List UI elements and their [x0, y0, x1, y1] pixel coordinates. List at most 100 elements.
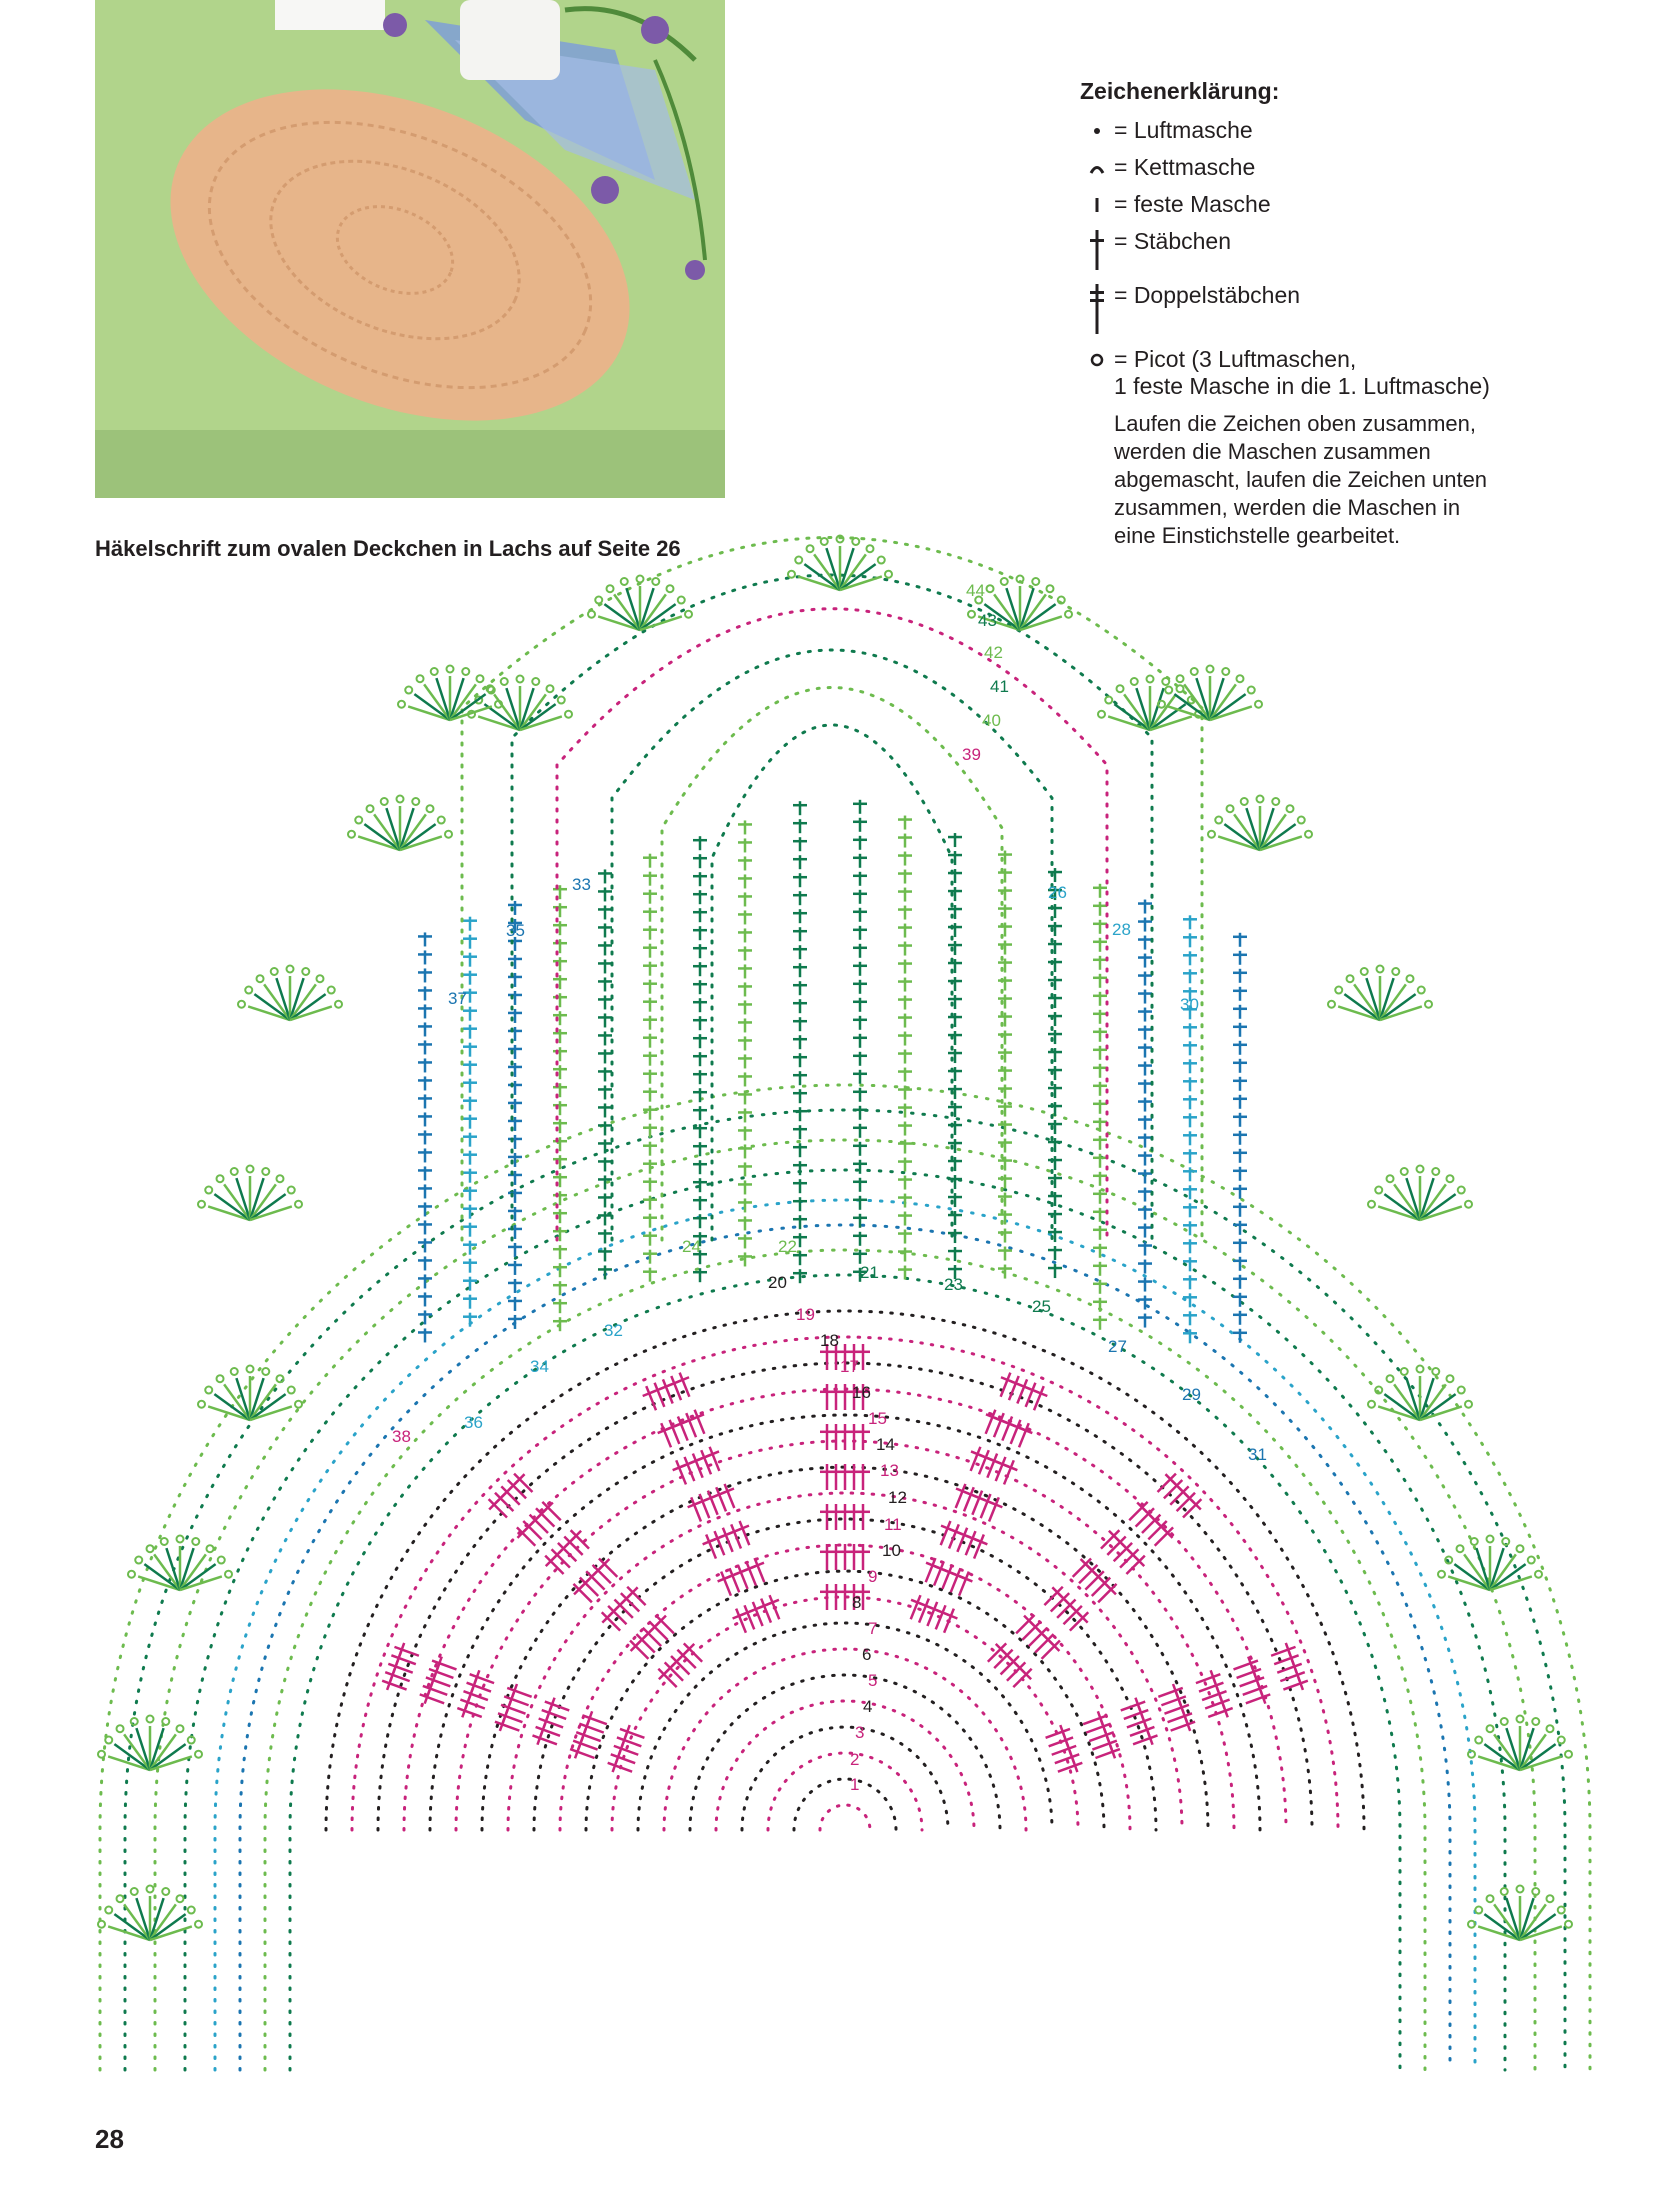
stitch	[1090, 1576, 1112, 1597]
picot	[594, 595, 604, 605]
shell-stitch	[1018, 593, 1047, 631]
picot	[145, 1884, 155, 1894]
shell-stitch	[1518, 1903, 1547, 1941]
legend-label: = feste Masche	[1114, 191, 1271, 217]
arch-round	[710, 723, 954, 1242]
picot	[1485, 1534, 1495, 1544]
stitch	[1153, 1526, 1174, 1547]
picot	[1304, 829, 1314, 839]
picot	[1515, 1714, 1525, 1724]
round-6	[688, 1673, 1002, 1832]
shell-stitch	[123, 1903, 152, 1941]
shell-stitch	[399, 835, 443, 852]
stitch-bar	[1033, 1389, 1048, 1398]
shell-stitch	[1488, 1547, 1505, 1591]
stitch	[1141, 1513, 1162, 1534]
stitch	[1182, 1498, 1203, 1519]
picot	[1296, 815, 1306, 825]
picot	[161, 1716, 171, 1726]
round-number-label: 22	[778, 1237, 797, 1256]
legend-row-picot: = Picot (3 Luftmaschen, 1 feste Masche i…	[1080, 346, 1620, 400]
stitch	[979, 1493, 992, 1519]
picot	[294, 1399, 304, 1409]
picot	[1456, 1185, 1466, 1195]
stitch	[1106, 1535, 1127, 1556]
stitch	[678, 1372, 691, 1398]
chain-stitch-icon	[1080, 117, 1114, 144]
picot	[126, 1569, 136, 1579]
picot	[1464, 1199, 1474, 1209]
stitch-bar	[626, 1586, 639, 1599]
stitch	[962, 1486, 975, 1512]
round-number-label: 15	[868, 1409, 887, 1428]
stitch	[1126, 1717, 1152, 1729]
picot	[1531, 1886, 1541, 1896]
picot	[494, 699, 504, 709]
stitch	[932, 1560, 945, 1587]
shell-stitch	[597, 615, 641, 632]
picot	[1385, 1374, 1395, 1384]
picot	[1515, 1884, 1525, 1894]
stitch	[663, 1661, 684, 1682]
stitch-bar	[598, 1558, 611, 1570]
shell-stitch	[1477, 1925, 1521, 1942]
shell-stitch	[178, 1553, 207, 1591]
round-number-label: 23	[944, 1275, 963, 1294]
shell-stitch	[1383, 1393, 1421, 1422]
picot	[1534, 1569, 1544, 1579]
stitch	[690, 1496, 703, 1522]
picot	[286, 1185, 296, 1195]
shell-stitch	[357, 835, 401, 852]
picot	[444, 829, 454, 839]
stitch	[728, 1567, 741, 1593]
stitch	[1163, 1479, 1184, 1500]
stitch	[670, 1655, 691, 1676]
picot	[326, 985, 336, 995]
round-number-label: 32	[604, 1321, 623, 1340]
doily-photo	[95, 0, 725, 498]
legend-label: = Stäbchen	[1114, 228, 1232, 254]
round-number-label: 27	[1108, 1337, 1127, 1356]
stitch	[1051, 1744, 1077, 1756]
stitch	[1175, 1491, 1196, 1512]
shell-stitch	[385, 807, 402, 851]
stitch	[487, 1498, 508, 1519]
round-number-label: 42	[984, 643, 1003, 662]
shell-stitch	[1223, 823, 1261, 852]
shell-stitch	[519, 703, 557, 732]
outer-round	[183, 1168, 1507, 2072]
stitch	[917, 1598, 930, 1624]
picot	[404, 685, 414, 695]
shell-stitch	[1233, 813, 1262, 851]
stitch-bar	[473, 1669, 481, 1684]
shell-stitch	[1337, 1005, 1381, 1022]
stitch	[753, 1557, 766, 1583]
picot	[301, 966, 311, 976]
shell-stitch	[1519, 1913, 1557, 1942]
round-3	[766, 1751, 924, 1832]
stitch	[992, 1412, 1005, 1438]
shell-stitch	[638, 593, 667, 631]
picot	[1334, 985, 1344, 995]
picot	[1515, 1544, 1525, 1554]
shell-stitch	[288, 983, 317, 1021]
shell-stitch	[148, 1733, 177, 1771]
shell-stitch	[223, 1183, 252, 1221]
stitch	[751, 1601, 764, 1627]
stitch	[585, 1570, 606, 1591]
stitch	[1040, 1639, 1061, 1660]
picot	[515, 674, 525, 684]
stitch-bar	[510, 1683, 519, 1698]
stitch	[390, 1654, 417, 1666]
picot	[1056, 595, 1066, 605]
picot	[1399, 1166, 1409, 1176]
shell-stitch	[1378, 977, 1395, 1021]
stitch	[909, 1594, 922, 1620]
stitch	[1015, 1614, 1036, 1635]
shell-stitch	[249, 1405, 293, 1422]
picot	[1045, 584, 1055, 594]
picot	[1474, 1905, 1484, 1915]
stitch	[670, 1375, 683, 1401]
shell-stitch	[1383, 1193, 1421, 1222]
shell-stitch	[449, 705, 493, 722]
